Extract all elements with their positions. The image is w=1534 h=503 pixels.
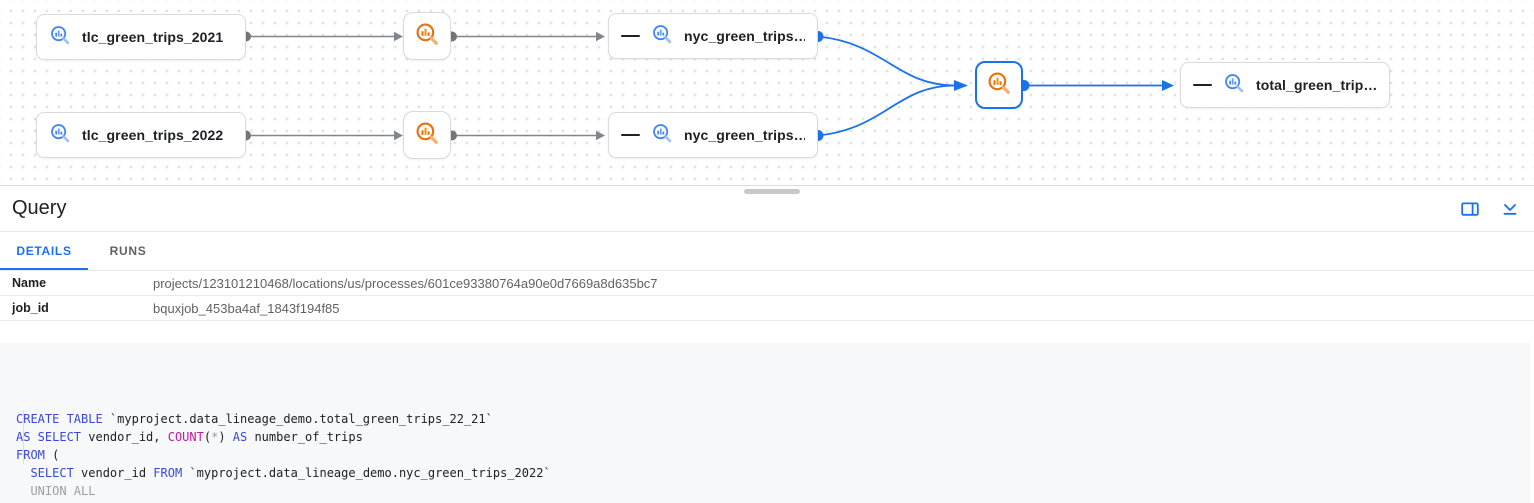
tab-runs[interactable]: RUNS (109, 244, 147, 258)
query-job-icon (414, 21, 440, 52)
minus-icon[interactable] (621, 133, 640, 137)
bigquery-table-icon (1223, 72, 1245, 99)
detail-value: bquxjob_453ba4af_1843f194f85 (153, 300, 340, 316)
node-nyc-green-trips-2021[interactable]: nyc_green_trips… (608, 13, 818, 59)
node-label: tlc_green_trips_2022 (82, 127, 224, 143)
bigquery-table-icon (651, 122, 673, 149)
minus-icon[interactable] (1193, 83, 1212, 87)
query-job-icon (414, 120, 440, 151)
detail-row-job-id: job_id bquxjob_453ba4af_1843f194f85 (0, 296, 1534, 321)
node-tlc-green-trips-2022[interactable]: tlc_green_trips_2022 (36, 112, 246, 158)
node-nyc-green-trips-2022[interactable]: nyc_green_trips… (608, 112, 818, 158)
bigquery-table-icon (651, 23, 673, 50)
node-label: tlc_green_trips_2021 (82, 29, 224, 45)
detail-row-name: Name projects/123101210468/locations/us/… (0, 271, 1534, 296)
process-node-2022[interactable] (403, 111, 451, 159)
dock-side-icon[interactable] (1460, 199, 1480, 219)
detail-label: job_id (12, 301, 49, 315)
panel-header: Query (0, 186, 1534, 232)
detail-label: Name (12, 276, 47, 290)
bigquery-table-icon (49, 24, 71, 51)
query-job-icon (986, 70, 1012, 101)
tab-bar: DETAILS RUNS (0, 232, 1534, 271)
panel-resize-handle[interactable] (744, 189, 800, 194)
node-total-green-trips[interactable]: total_green_trip… (1180, 62, 1390, 108)
node-label: nyc_green_trips… (684, 127, 805, 143)
minus-icon[interactable] (621, 34, 640, 38)
lineage-canvas[interactable]: tlc_green_trips_2021 nyc_green_tr (0, 0, 1534, 186)
panel-title: Query (12, 197, 67, 219)
query-details-panel: Query DETAILS RUNS Name projects/1231012… (0, 186, 1534, 503)
sql-code: CREATE TABLE `myproject.data_lineage_dem… (16, 412, 551, 503)
collapse-panel-icon[interactable] (1500, 199, 1520, 219)
node-label: total_green_trip… (1256, 77, 1377, 93)
node-label: nyc_green_trips… (684, 28, 805, 44)
process-node-2021[interactable] (403, 12, 451, 60)
sql-code-block: CREATE TABLE `myproject.data_lineage_dem… (0, 343, 1530, 503)
detail-value: projects/123101210468/locations/us/proce… (153, 275, 658, 291)
bigquery-table-icon (49, 122, 71, 149)
process-node-selected[interactable] (975, 61, 1023, 109)
node-tlc-green-trips-2021[interactable]: tlc_green_trips_2021 (36, 14, 246, 60)
indent-guide (23, 410, 24, 464)
tab-details[interactable]: DETAILS (0, 232, 88, 270)
